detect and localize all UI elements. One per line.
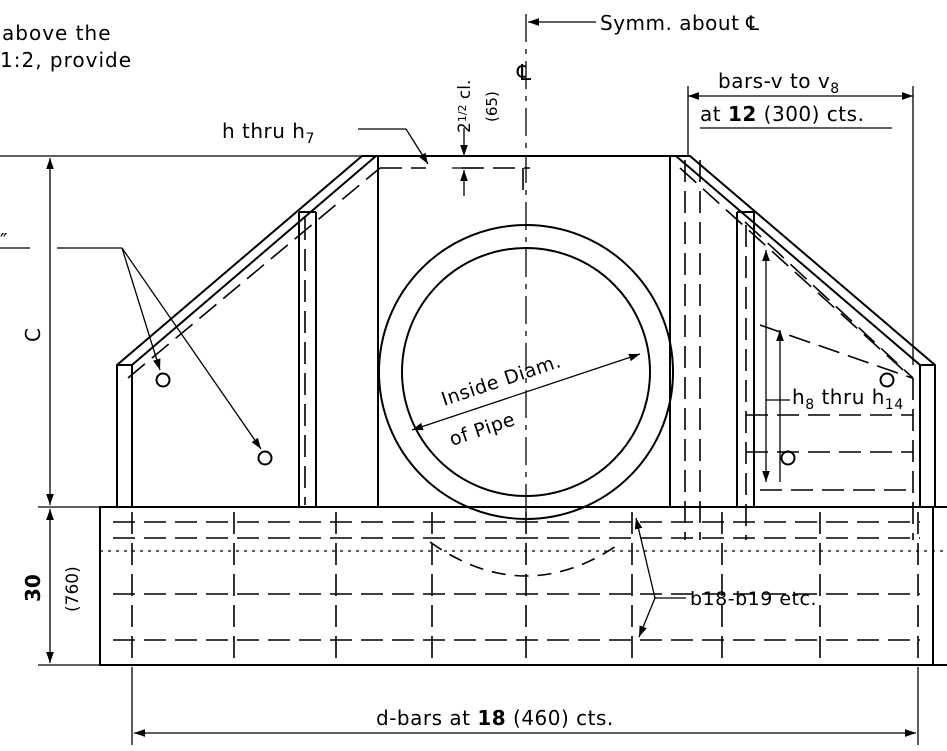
left-cut-mark: ″ [0, 229, 7, 253]
h8-dimension [762, 250, 790, 482]
clear-cover-label: 21/2 cl. [455, 80, 475, 133]
clear-cover-dimension [452, 128, 480, 196]
c-dimension-label: C [21, 328, 45, 342]
footing-depth-label: 30 [21, 574, 45, 602]
b-bars-label: b18-b19 etc. [690, 588, 817, 610]
bar-section-2 [257, 450, 273, 466]
bar-section-3 [879, 372, 895, 388]
footing-depth-mm: (760) [63, 566, 83, 612]
pipe-inner [401, 247, 651, 497]
h8-thru-h14-label: h8 thru h14 [792, 385, 904, 413]
bars-v-spacing: at 12 (300) cts. [700, 102, 864, 126]
pipe-diameter-dimension [411, 353, 641, 431]
bar-section-4 [780, 450, 796, 466]
bar-section-1 [155, 372, 171, 388]
wall-outline [116, 155, 936, 507]
footing-depth-dimension [38, 506, 100, 666]
pipe-label-line1: Inside Diam. [439, 350, 564, 410]
symm-label: Symm. about ℄ [600, 11, 760, 35]
footing [99, 506, 934, 666]
h-thru-h7-label: h thru h7 [222, 119, 315, 147]
centerline-symbol: ℄ [516, 61, 532, 86]
d-bars-dimension [131, 667, 919, 745]
note-line-1: above the [2, 21, 112, 45]
c-dimension [0, 155, 362, 505]
d-bars-label: d-bars at 18 (460) cts. [376, 706, 614, 730]
hidden-reinforcement [113, 160, 920, 660]
clear-cover-mm: (65) [483, 91, 501, 122]
bars-v-label: bars-v to v8 [718, 69, 840, 97]
note-line-2: 1:2, provide [0, 48, 132, 72]
